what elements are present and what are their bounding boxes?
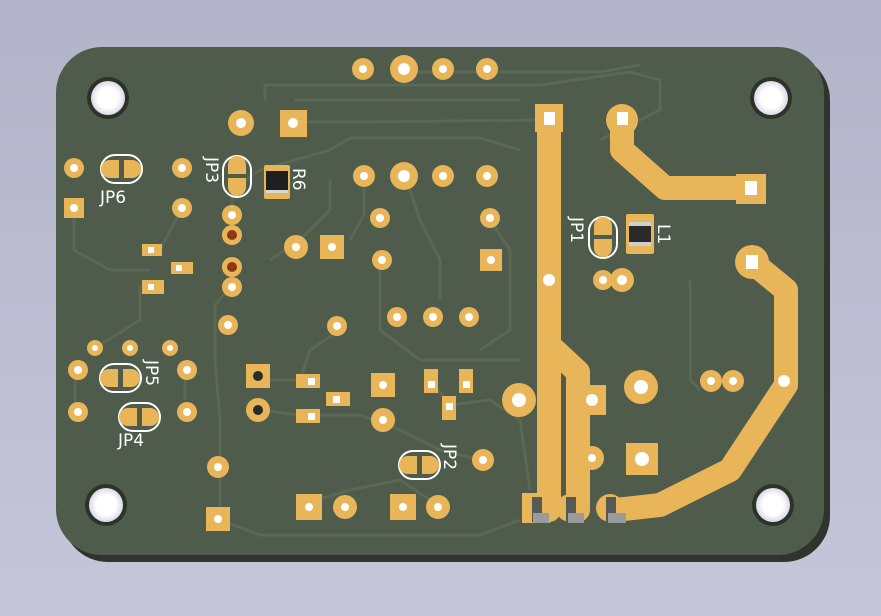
mounting-holes	[85, 77, 794, 526]
silkscreen-labels: JP6 JP3 R6 JP1 L1 JP5 JP4 JP2	[99, 156, 673, 470]
inductor-l1	[626, 214, 654, 254]
jumpers	[99, 154, 618, 480]
label-r6: R6	[288, 168, 308, 191]
label-jp5: JP5	[141, 359, 161, 386]
label-jp4: JP4	[117, 431, 144, 451]
smd-pads	[142, 244, 473, 423]
label-jp1: JP1	[566, 216, 586, 243]
resistor-r6	[264, 165, 290, 199]
label-jp2: JP2	[439, 443, 459, 470]
label-jp3: JP3	[201, 156, 221, 183]
through-hole-pads	[64, 55, 790, 531]
label-l1: L1	[653, 224, 673, 244]
label-jp6: JP6	[99, 188, 126, 208]
